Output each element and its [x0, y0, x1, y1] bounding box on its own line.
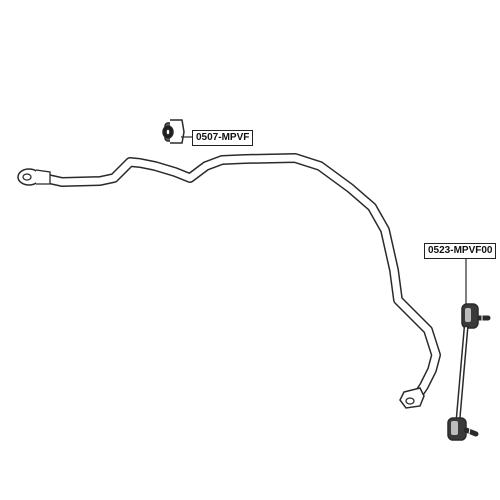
bushing-part: [162, 119, 185, 144]
stabilizer-bar: [23, 153, 441, 403]
bar-end-eye-left: [17, 168, 51, 186]
link-part-number-label: 0523-MPVF00: [424, 243, 497, 259]
bushing-part-number-label: 0507-MPVF: [192, 130, 254, 146]
bar-end-eye-right: [399, 387, 425, 409]
stabilizer-link-part: [447, 303, 491, 441]
